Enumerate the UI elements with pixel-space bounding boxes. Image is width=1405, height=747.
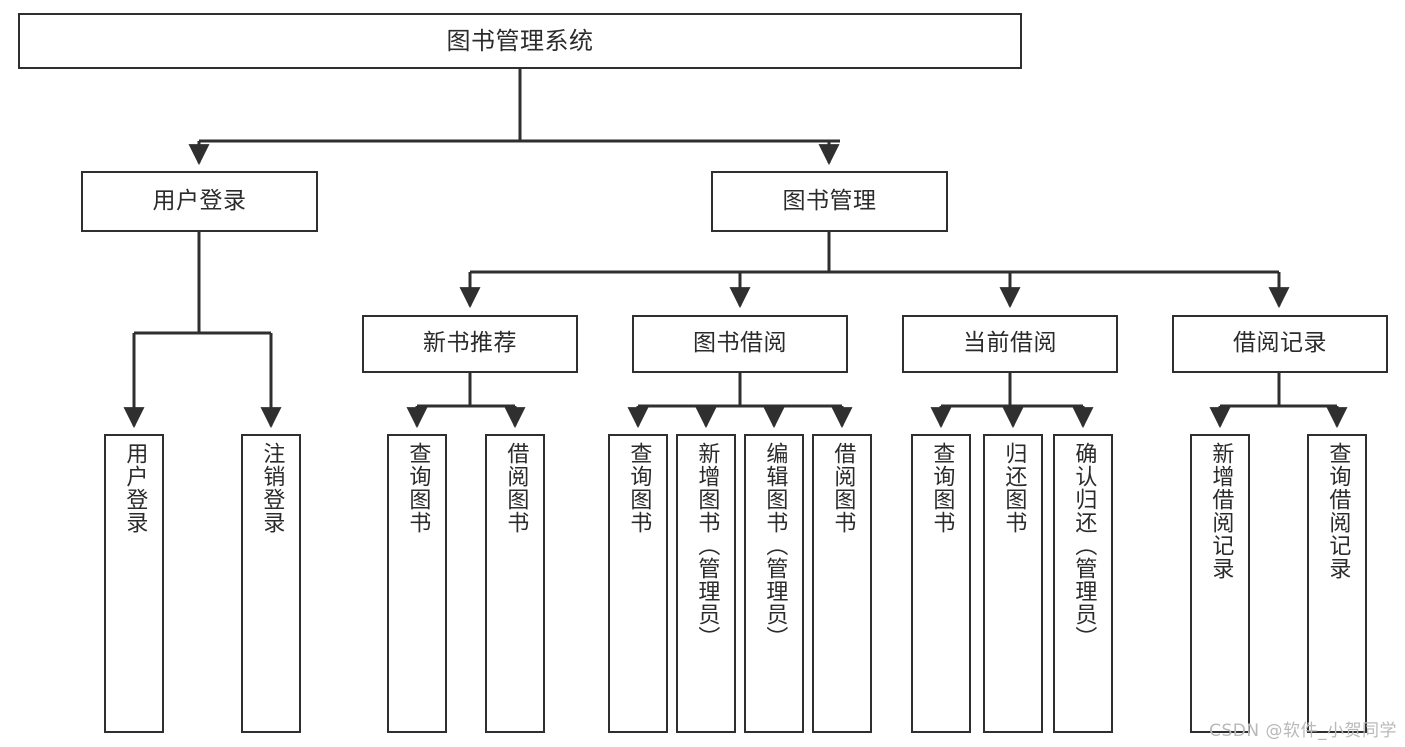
leaf-confirm-return-admin[interactable]: 确认归还（管理员） <box>1053 434 1113 733</box>
node-book-management[interactable]: 图书管理 <box>711 171 948 232</box>
leaf-label: 编辑图书（管理员） <box>762 442 788 649</box>
leaf-query-book-borrow[interactable]: 查询图书 <box>608 434 668 733</box>
node-book-borrow[interactable]: 图书借阅 <box>632 315 848 373</box>
leaf-label: 确认归还（管理员） <box>1071 442 1097 649</box>
leaf-edit-book-admin[interactable]: 编辑图书（管理员） <box>744 434 804 733</box>
leaf-add-borrow-record[interactable]: 新增借阅记录 <box>1190 434 1250 733</box>
leaf-logout-login[interactable]: 注销登录 <box>241 434 301 733</box>
node-book-management-label: 图书管理 <box>782 187 877 214</box>
node-current-borrow-label: 当前借阅 <box>963 330 1057 357</box>
leaf-label: 借阅图书 <box>830 442 856 534</box>
node-new-book-recommend-label: 新书推荐 <box>423 330 517 357</box>
node-root[interactable]: 图书管理系统 <box>18 13 1022 69</box>
leaf-add-book-admin[interactable]: 新增图书（管理员） <box>676 434 736 733</box>
leaf-label: 查询借阅记录 <box>1325 442 1351 580</box>
node-user-login[interactable]: 用户登录 <box>81 171 318 232</box>
leaf-label: 查询图书 <box>626 442 652 534</box>
leaf-label: 查询图书 <box>405 442 431 534</box>
leaf-label: 借阅图书 <box>503 442 529 534</box>
leaf-label: 新增借阅记录 <box>1208 442 1234 580</box>
leaf-borrow-book[interactable]: 借阅图书 <box>812 434 872 733</box>
leaf-label: 新增图书（管理员） <box>694 442 720 649</box>
csdn-watermark: CSDN @软件_小贺同学 <box>1209 721 1397 741</box>
node-root-label: 图书管理系统 <box>446 26 594 55</box>
leaf-label: 注销登录 <box>259 442 285 534</box>
node-user-login-label: 用户登录 <box>152 187 247 214</box>
node-borrow-record[interactable]: 借阅记录 <box>1172 315 1388 373</box>
leaf-query-borrow-record[interactable]: 查询借阅记录 <box>1307 434 1367 733</box>
leaf-label: 归还图书 <box>1001 442 1027 534</box>
leaf-return-book[interactable]: 归还图书 <box>983 434 1043 733</box>
leaf-label: 查询图书 <box>929 442 955 534</box>
leaf-borrow-book-recommend[interactable]: 借阅图书 <box>485 434 545 733</box>
leaf-user-login[interactable]: 用户登录 <box>104 434 164 733</box>
node-current-borrow[interactable]: 当前借阅 <box>902 315 1118 373</box>
node-new-book-recommend[interactable]: 新书推荐 <box>362 315 578 373</box>
leaf-query-book-recommend[interactable]: 查询图书 <box>387 434 447 733</box>
node-borrow-record-label: 借阅记录 <box>1233 330 1327 357</box>
node-book-borrow-label: 图书借阅 <box>693 330 787 357</box>
leaf-label: 用户登录 <box>122 442 148 534</box>
leaf-query-book-current[interactable]: 查询图书 <box>911 434 971 733</box>
